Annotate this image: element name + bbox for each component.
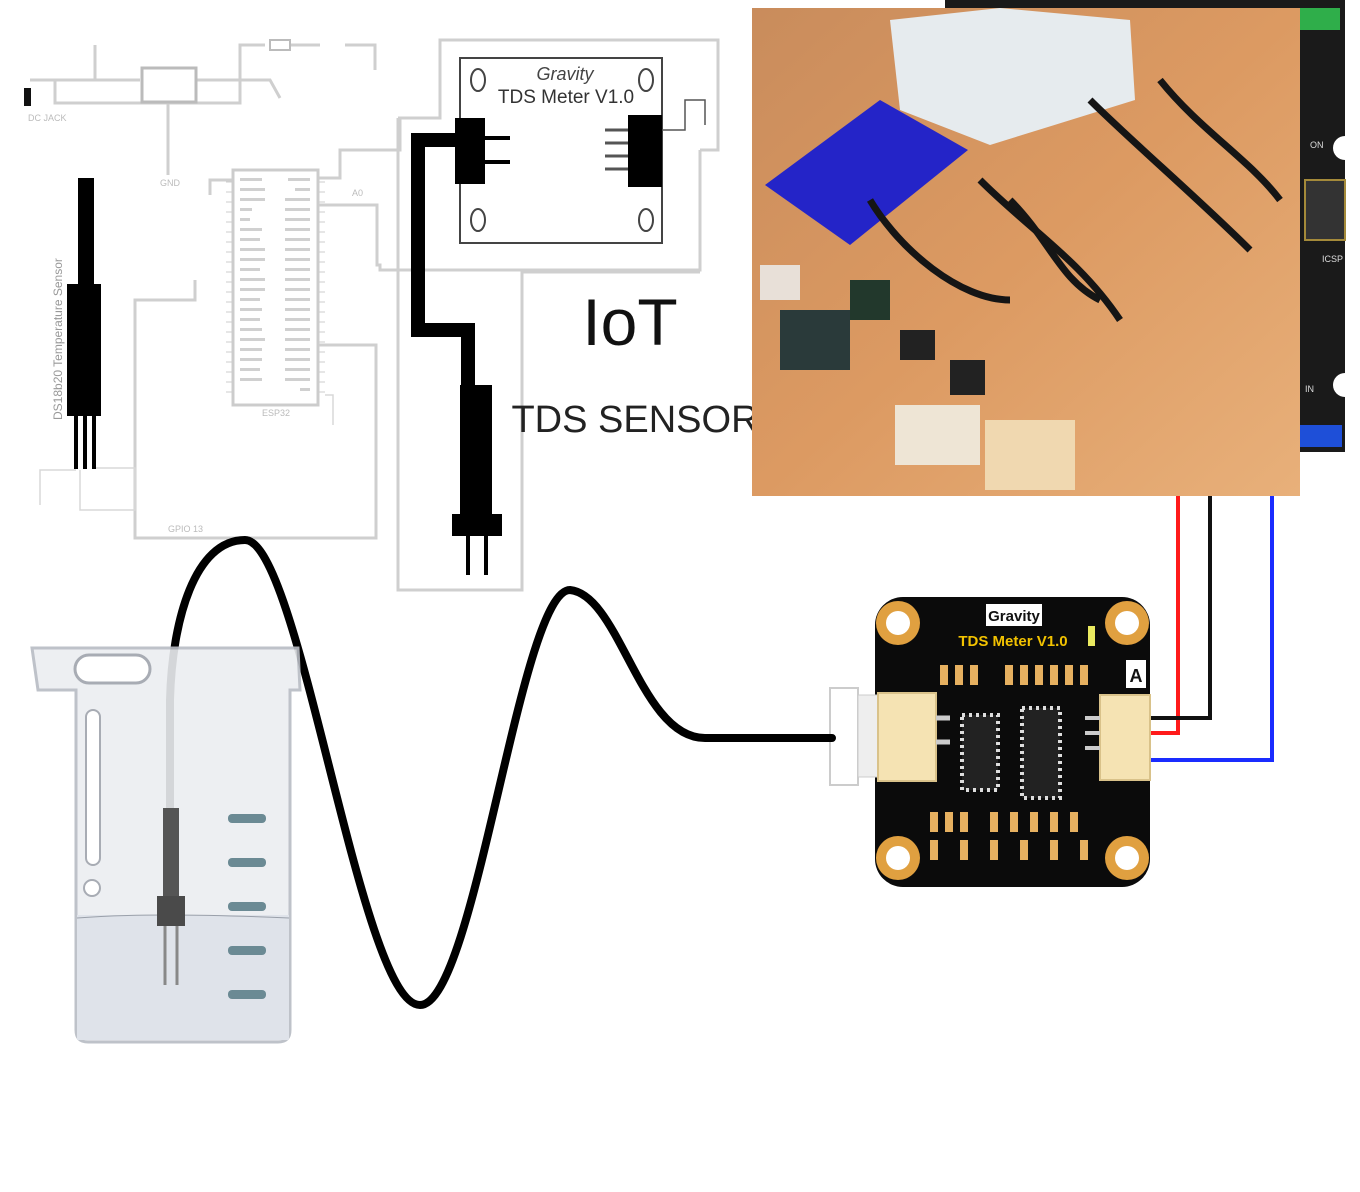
headline-title: IoT	[582, 285, 677, 359]
temp-sensor-label: DS18b20 Temperature Sensor	[51, 258, 65, 420]
probe-connector	[829, 687, 950, 786]
board-model: TDS Meter V1.0	[958, 633, 1067, 650]
headline-subtitle: TDS SENSOR	[511, 399, 758, 441]
tds-module-drawing: Gravity TDS Meter V1.0	[396, 57, 706, 592]
wire-blue	[1150, 496, 1274, 762]
beaker	[30, 646, 302, 1044]
module-brand: Gravity	[536, 64, 594, 84]
mcu-schematic: ESP32 A0 GPIO 13	[133, 38, 720, 540]
mcu-label: ESP32	[262, 408, 290, 418]
dc-jack-label: DC JACK	[28, 113, 67, 123]
board-brand: Gravity	[988, 608, 1040, 625]
connection-wires	[1150, 496, 1274, 762]
board-pin-marker: A	[1130, 666, 1143, 686]
analog-pin-label: A0	[352, 188, 363, 198]
wire-black	[1150, 496, 1212, 720]
controller-label-in: IN	[1305, 384, 1314, 394]
tds-meter-board: Gravity TDS Meter V1.0 A	[875, 597, 1151, 887]
gpio-label: GPIO 13	[168, 524, 203, 534]
controller-label-icsp: ICSP	[1322, 254, 1343, 264]
gnd-label: GND	[160, 178, 181, 188]
temperature-sensor: DS18b20 Temperature Sensor	[39, 178, 136, 511]
probe-cable	[166, 535, 836, 1010]
power-schematic: DC JACK GND	[24, 39, 377, 188]
module-model: TDS Meter V1.0	[498, 87, 634, 108]
wire-red	[1150, 496, 1180, 735]
controller-label-on: ON	[1310, 140, 1324, 150]
sensor-kit-photo	[752, 8, 1300, 496]
